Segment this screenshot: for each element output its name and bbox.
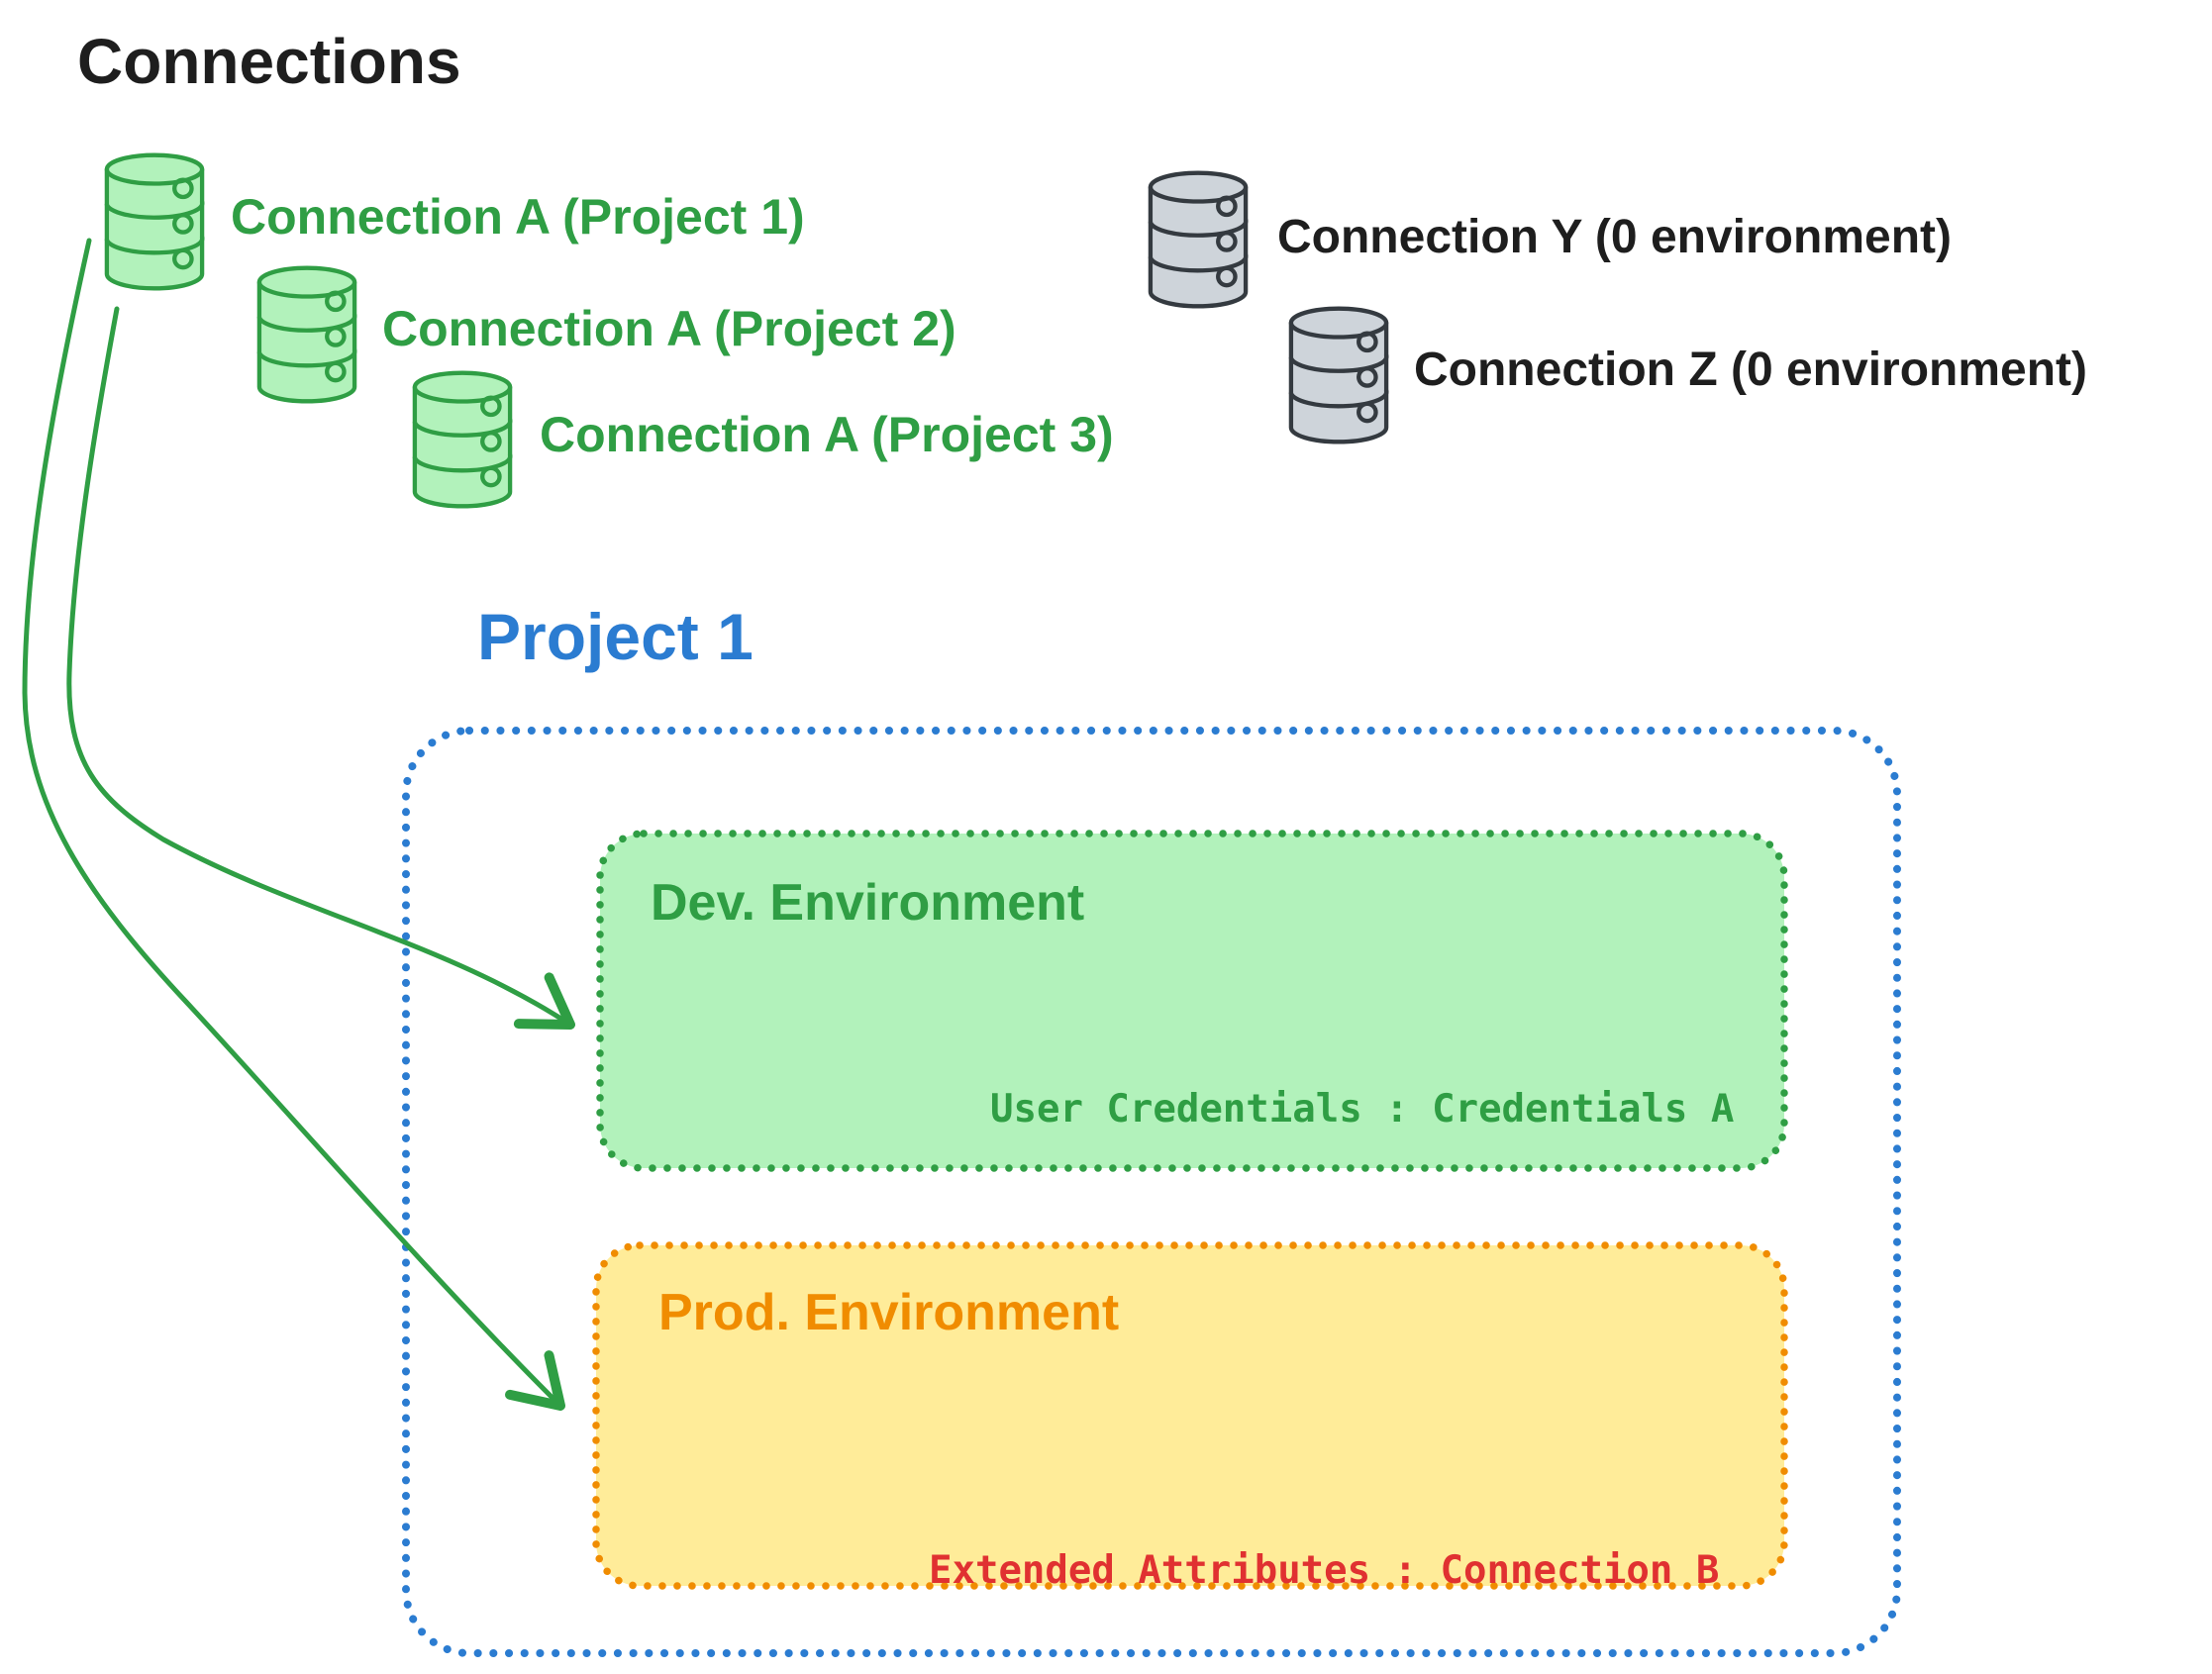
connection-z-label: Connection Z (0 environment) — [1414, 344, 2088, 396]
prod-environment-title: Prod. Environment — [658, 1284, 1120, 1341]
connection-a-project-1-label: Connection A (Project 1) — [231, 189, 805, 245]
connection-a-project-2-label: Connection A (Project 2) — [382, 301, 956, 356]
database-icon — [412, 370, 513, 509]
diagram-title: Connections — [77, 26, 461, 97]
connection-a-project-3-label: Connection A (Project 3) — [540, 407, 1114, 462]
dev-credentials-mapping: User Credentials : Credentials A — [990, 1087, 1735, 1132]
database-icon — [1288, 306, 1389, 444]
database-icon — [1148, 170, 1249, 309]
prod-credentials-mapping: Extended Attributes : Connection B Ext.A… — [929, 1437, 1743, 1674]
dev-environment-title: Dev. Environment — [651, 874, 1085, 932]
prod-mapping-line-1: Extended Attributes : Connection B — [929, 1548, 1720, 1593]
database-icon — [104, 152, 205, 291]
connection-y-label: Connection Y (0 environment) — [1277, 211, 1952, 263]
project-1-title: Project 1 — [477, 600, 754, 673]
database-icon — [256, 265, 357, 404]
